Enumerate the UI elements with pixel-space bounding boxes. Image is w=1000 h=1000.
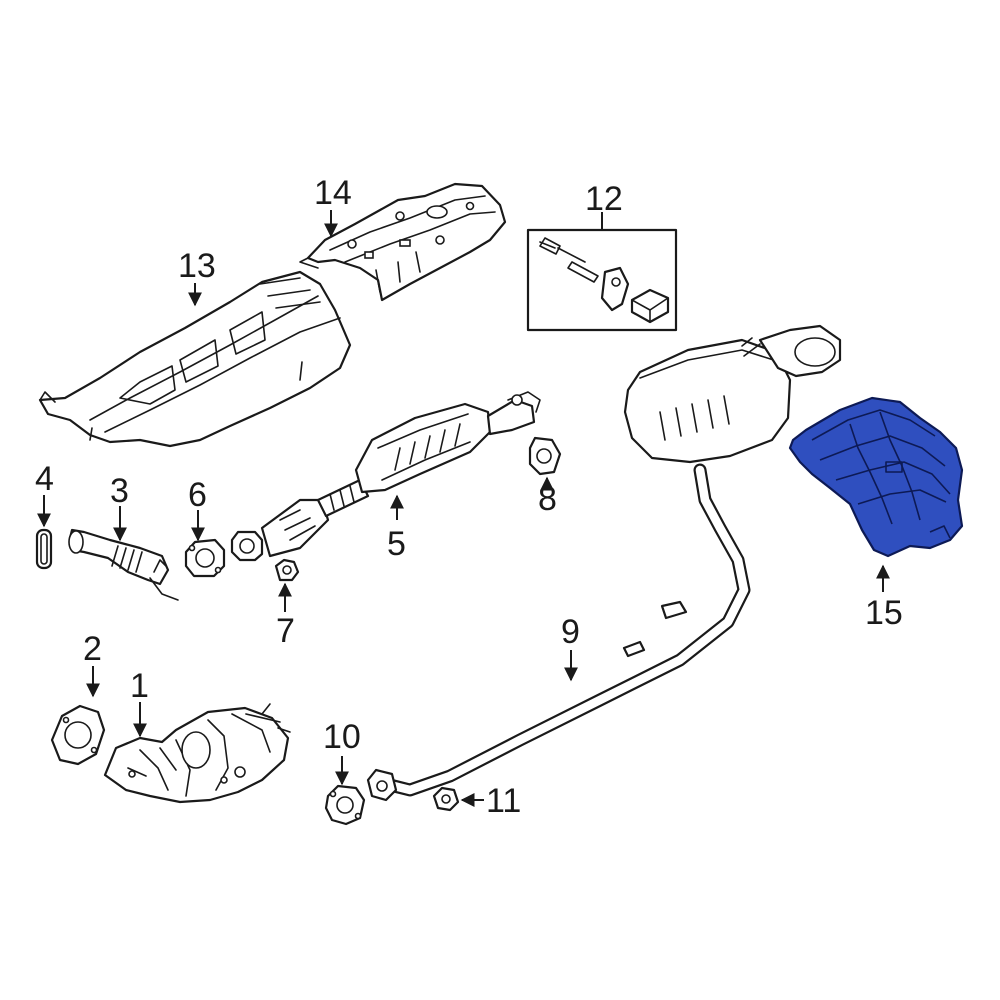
part-4-gasket[interactable] <box>35 528 53 570</box>
part-8-hanger[interactable] <box>528 436 562 476</box>
callout-4: 4 <box>35 460 54 498</box>
callout-10: 10 <box>323 718 361 756</box>
part-3-flex-pipe[interactable] <box>68 528 179 601</box>
part-5-center-pipe[interactable] <box>230 391 541 562</box>
callout-13: 13 <box>178 247 216 285</box>
callout-6: 6 <box>188 476 207 514</box>
callout-8: 8 <box>538 480 557 518</box>
rear-muffler[interactable] <box>623 324 842 464</box>
callout-12: 12 <box>585 180 623 218</box>
callout-3: 3 <box>110 472 129 510</box>
leader-lines <box>37 210 890 807</box>
callout-14: 14 <box>314 174 352 212</box>
part-9-intermediate-pipe[interactable] <box>366 463 751 802</box>
part-12-hardware-kit[interactable] <box>526 228 678 332</box>
part-2-gasket[interactable] <box>50 704 106 766</box>
callout-7: 7 <box>276 612 295 650</box>
callout-15: 15 <box>865 594 903 632</box>
part-15-rear-heat-shield[interactable] <box>788 396 964 558</box>
part-11-nut[interactable] <box>432 786 460 812</box>
callout-9: 9 <box>561 613 580 651</box>
callout-11: 11 <box>486 782 521 820</box>
part-14-heat-shield[interactable] <box>299 182 507 302</box>
callout-labels: 14 13 12 4 3 6 5 7 8 9 15 2 1 10 11 <box>35 174 903 820</box>
callout-2: 2 <box>83 630 102 668</box>
part-13-heat-shield[interactable] <box>38 270 352 448</box>
part-10-gasket[interactable] <box>324 784 366 826</box>
part-6-gasket[interactable] <box>184 538 226 578</box>
callout-1: 1 <box>130 667 149 705</box>
part-1-manifold-converter[interactable] <box>103 703 291 804</box>
callout-5: 5 <box>387 525 406 563</box>
part-7-nut[interactable] <box>274 558 300 582</box>
